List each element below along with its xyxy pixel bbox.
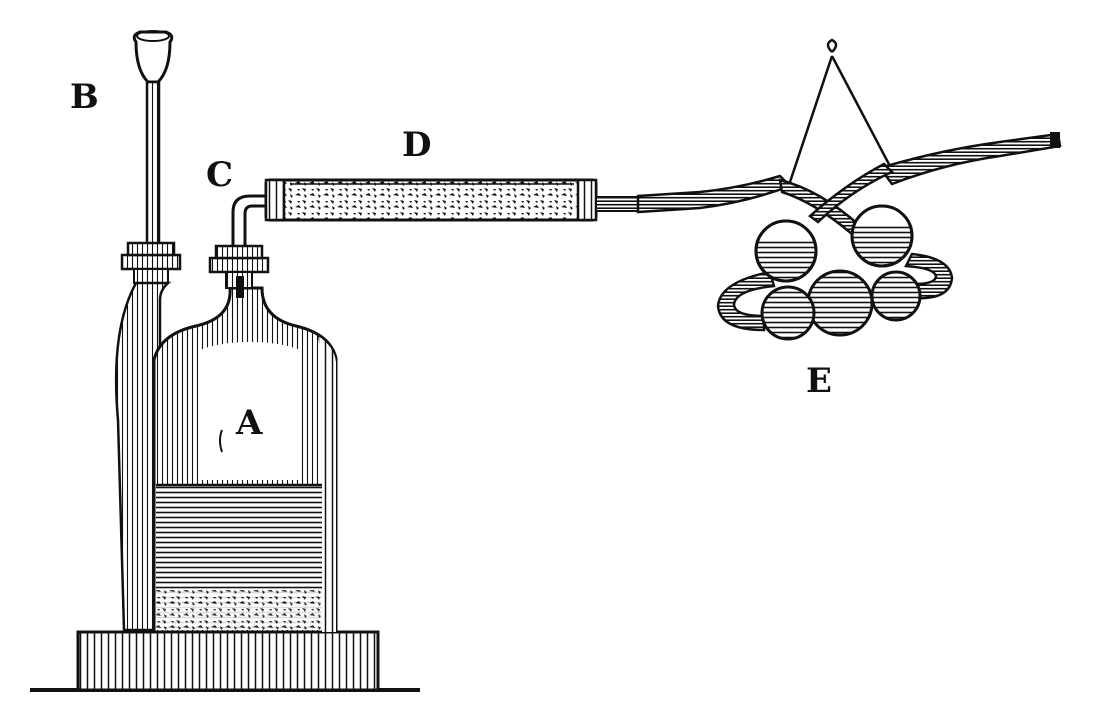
label-c: C: [206, 155, 233, 195]
front-neck-cork: [208, 244, 270, 298]
drying-tube-d: [264, 178, 598, 222]
rear-neck-cork: [120, 241, 182, 284]
label-e: E: [806, 361, 832, 401]
potash-bulbs-e: [716, 38, 1062, 341]
connector-tube: [595, 174, 793, 214]
label-a: A: [235, 403, 263, 443]
bottle-a: [152, 286, 338, 634]
label-d: D: [402, 125, 431, 165]
funnel-tube-b: [132, 30, 174, 249]
delivery-tube-c: [231, 194, 278, 246]
base-block: [76, 630, 380, 692]
label-b: B: [70, 77, 99, 117]
